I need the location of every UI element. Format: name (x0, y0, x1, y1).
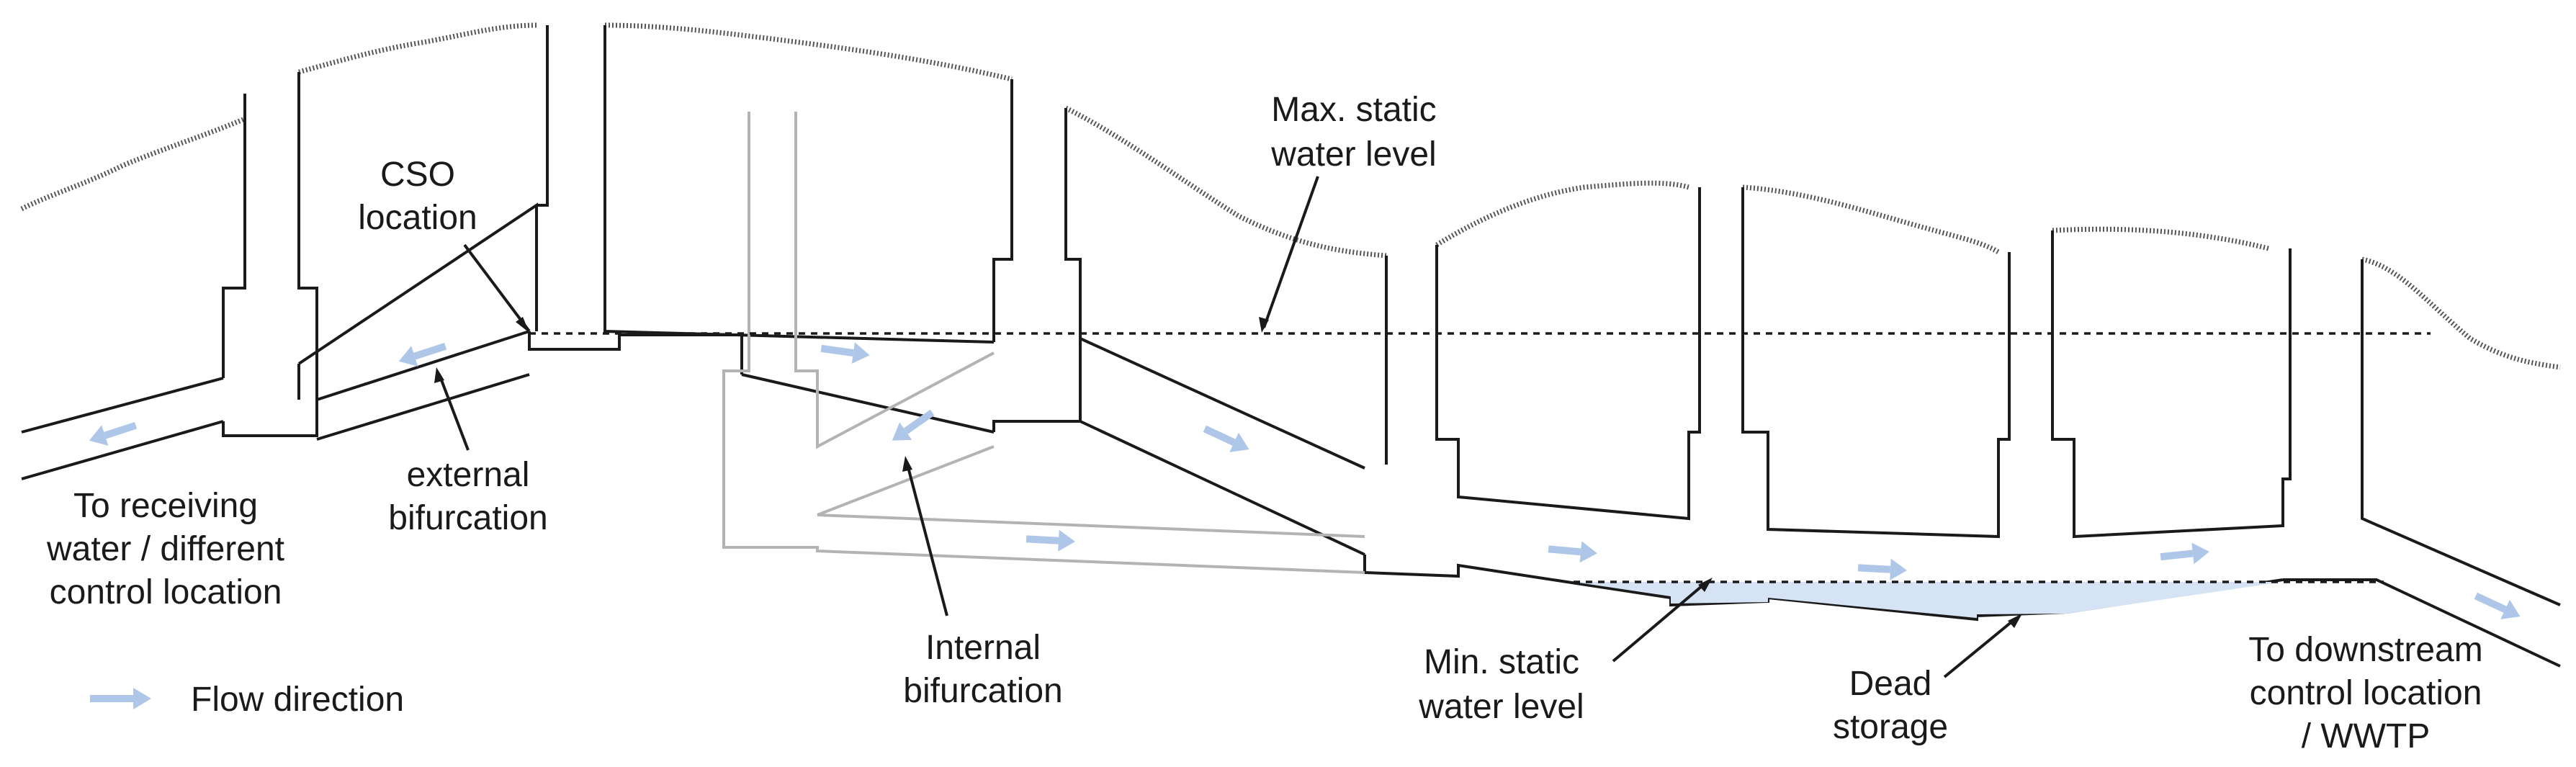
flow-arrows (89, 342, 2521, 619)
max-static-label: Max. static (1271, 91, 1436, 129)
internal-bifurcation-label: bifurcation (903, 672, 1062, 710)
internal-bifurcation-label: Internal (925, 629, 1041, 667)
flow-arrow (892, 409, 935, 441)
flow-arrow (820, 342, 870, 364)
leader-arrowhead (902, 456, 912, 472)
labels: CSO location Max. static water level ext… (46, 91, 2483, 755)
flow-arrow (398, 342, 447, 367)
ground-surface (20, 22, 2561, 370)
flow-arrow (2474, 592, 2521, 619)
leader-arrowhead (516, 317, 529, 333)
max-static-label: water level (1270, 135, 1436, 174)
flow-arrow (2160, 542, 2209, 565)
leader-lines (434, 176, 2022, 678)
leader-arrowhead (434, 367, 444, 383)
leader-arrowhead (2008, 614, 2022, 628)
min-static-label: Min. static (1424, 643, 1579, 681)
flow-arrow (1026, 529, 1075, 552)
flow-arrow (89, 421, 138, 446)
external-bifurcation-label: bifurcation (388, 499, 547, 537)
dead-storage-label: storage (1833, 708, 1948, 746)
structures (21, 25, 2561, 668)
receiving-water-label: water / different (46, 530, 284, 568)
flow-arrow (1857, 558, 1907, 580)
min-static-label: water level (1418, 688, 1584, 726)
legend-flow-direction-label: Flow direction (191, 681, 404, 719)
dead-storage-label: Dead (1849, 665, 1932, 703)
cso-location-label: CSO (380, 156, 455, 194)
external-bifurcation-label: external (407, 456, 530, 494)
leader-arrowhead (1259, 317, 1269, 333)
flow-arrow (1548, 541, 1597, 563)
downstream-label: control location (2250, 674, 2482, 712)
downstream-label: To downstream (2248, 631, 2482, 669)
receiving-water-label: To receiving (73, 487, 258, 525)
receiving-water-label: control location (50, 573, 282, 611)
internal-bifurcation-pipes (722, 112, 1365, 574)
leader-arrowhead (1698, 578, 1713, 592)
legend-flow-arrow (90, 688, 151, 709)
cso-location-label: location (358, 199, 477, 237)
flow-arrow (1203, 425, 1249, 452)
dead-storage-area (1574, 582, 2283, 618)
downstream-label: / WWTP (2302, 717, 2431, 755)
